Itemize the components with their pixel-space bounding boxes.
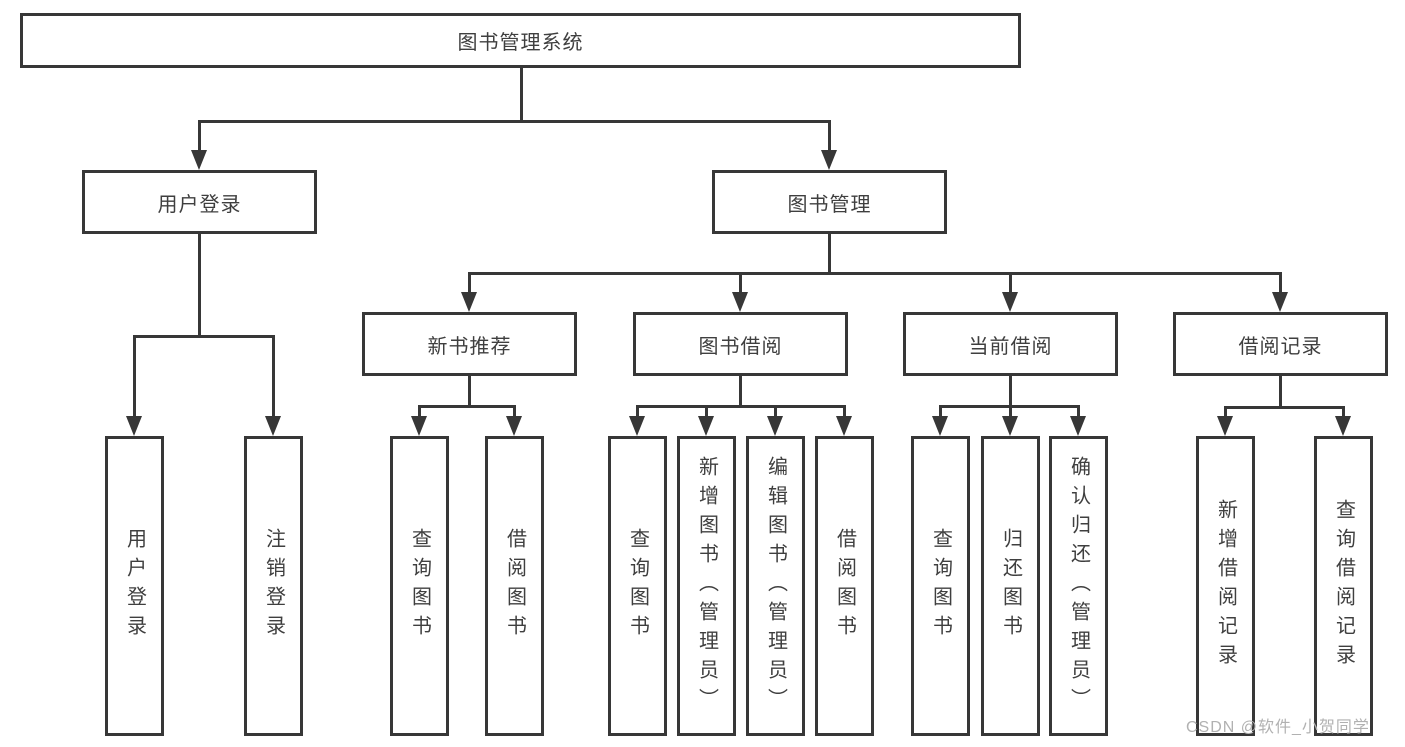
connector-line bbox=[1279, 272, 1282, 292]
arrow-down-icon bbox=[411, 416, 427, 436]
connector-line bbox=[198, 234, 201, 335]
leaf-logout: 注销登录 bbox=[244, 436, 303, 736]
connector-line bbox=[1279, 376, 1282, 406]
arrow-down-icon bbox=[821, 150, 837, 170]
leaf-borrow-books-recommend: 借阅图书 bbox=[485, 436, 544, 736]
leaf-query-books-recommend: 查询图书 bbox=[390, 436, 449, 736]
leaf-query-books-recommend-label: 查询图书 bbox=[408, 528, 431, 644]
connector-line bbox=[1224, 406, 1227, 416]
node-current-borrow: 当前借阅 bbox=[903, 312, 1118, 376]
connector-line bbox=[198, 120, 201, 150]
leaf-borrow-books-recommend-label: 借阅图书 bbox=[503, 528, 526, 644]
leaf-query-books-current: 查询图书 bbox=[911, 436, 970, 736]
connector-line bbox=[513, 405, 516, 416]
connector-line bbox=[705, 405, 708, 416]
arrow-down-icon bbox=[265, 416, 281, 436]
connector-line bbox=[739, 272, 742, 292]
connector-line bbox=[939, 405, 942, 416]
leaf-add-books-admin-label: 新增图书（管理员） bbox=[695, 455, 718, 717]
arrow-down-icon bbox=[1217, 416, 1233, 436]
node-library-system-label: 图书管理系统 bbox=[457, 32, 584, 54]
leaf-add-borrow-record: 新增借阅记录 bbox=[1196, 436, 1255, 736]
leaf-add-borrow-record-label: 新增借阅记录 bbox=[1214, 499, 1237, 673]
arrow-down-icon bbox=[767, 416, 783, 436]
connector-line bbox=[1342, 406, 1345, 416]
node-book-management-label: 图书管理 bbox=[787, 193, 872, 216]
connector-line bbox=[1224, 406, 1345, 409]
leaf-query-borrow-record-label: 查询借阅记录 bbox=[1332, 499, 1355, 673]
leaf-user-login: 用户登录 bbox=[105, 436, 164, 736]
leaf-add-books-admin: 新增图书（管理员） bbox=[677, 436, 736, 736]
connector-line bbox=[272, 335, 275, 416]
arrow-down-icon bbox=[461, 292, 477, 312]
arrow-down-icon bbox=[932, 416, 948, 436]
arrow-down-icon bbox=[1335, 416, 1351, 436]
leaf-return-books-label: 归还图书 bbox=[999, 528, 1022, 644]
node-current-borrow-label: 当前借阅 bbox=[968, 335, 1053, 358]
connector-line bbox=[828, 234, 831, 272]
arrow-down-icon bbox=[1070, 416, 1086, 436]
arrow-down-icon bbox=[629, 416, 645, 436]
connector-line bbox=[418, 405, 421, 416]
leaf-query-books-current-label: 查询图书 bbox=[929, 528, 952, 644]
node-borrow-records-label: 借阅记录 bbox=[1238, 335, 1323, 358]
connector-line bbox=[468, 376, 471, 405]
leaf-query-borrow-record: 查询借阅记录 bbox=[1314, 436, 1373, 736]
node-book-borrow-label: 图书借阅 bbox=[698, 335, 783, 358]
leaf-confirm-return-admin: 确认归还（管理员） bbox=[1049, 436, 1108, 736]
connector-line bbox=[468, 272, 471, 292]
connector-line bbox=[198, 120, 831, 123]
connector-line bbox=[133, 335, 275, 338]
leaf-query-books-borrow-label: 查询图书 bbox=[626, 528, 649, 644]
node-user-login: 用户登录 bbox=[82, 170, 317, 234]
arrow-down-icon bbox=[1002, 292, 1018, 312]
leaf-query-books-borrow: 查询图书 bbox=[608, 436, 667, 736]
connector-line bbox=[739, 376, 742, 405]
leaf-return-books: 归还图书 bbox=[981, 436, 1040, 736]
connector-line bbox=[418, 405, 516, 408]
arrow-down-icon bbox=[506, 416, 522, 436]
leaf-borrow-books: 借阅图书 bbox=[815, 436, 874, 736]
connector-line bbox=[843, 405, 846, 416]
csdn-watermark: CSDN @软件_小贺同学 bbox=[1186, 719, 1370, 736]
leaf-edit-books-admin-label: 编辑图书（管理员） bbox=[764, 455, 787, 717]
leaf-confirm-return-admin-label: 确认归还（管理员） bbox=[1067, 455, 1090, 717]
connector-line bbox=[468, 272, 1282, 275]
connector-line bbox=[636, 405, 846, 408]
connector-line bbox=[1009, 272, 1012, 292]
arrow-down-icon bbox=[836, 416, 852, 436]
node-user-login-label: 用户登录 bbox=[157, 193, 242, 216]
node-library-system: 图书管理系统 bbox=[20, 13, 1021, 68]
connector-line bbox=[828, 120, 831, 150]
connector-line bbox=[520, 68, 523, 120]
connector-line bbox=[1077, 405, 1080, 416]
connector-line bbox=[133, 335, 136, 416]
connector-line bbox=[1009, 405, 1012, 416]
node-book-borrow: 图书借阅 bbox=[633, 312, 848, 376]
connector-line bbox=[774, 405, 777, 416]
node-borrow-records: 借阅记录 bbox=[1173, 312, 1388, 376]
node-new-book-recommend: 新书推荐 bbox=[362, 312, 577, 376]
arrow-down-icon bbox=[1002, 416, 1018, 436]
node-book-management: 图书管理 bbox=[712, 170, 947, 234]
leaf-logout-label: 注销登录 bbox=[262, 528, 285, 644]
arrow-down-icon bbox=[1272, 292, 1288, 312]
connector-line bbox=[636, 405, 639, 416]
connector-line bbox=[1009, 376, 1012, 405]
leaf-user-login-label: 用户登录 bbox=[123, 528, 146, 644]
arrow-down-icon bbox=[191, 150, 207, 170]
leaf-borrow-books-label: 借阅图书 bbox=[833, 528, 856, 644]
node-new-book-recommend-label: 新书推荐 bbox=[427, 335, 512, 358]
arrow-down-icon bbox=[732, 292, 748, 312]
arrow-down-icon bbox=[126, 416, 142, 436]
arrow-down-icon bbox=[698, 416, 714, 436]
leaf-edit-books-admin: 编辑图书（管理员） bbox=[746, 436, 805, 736]
